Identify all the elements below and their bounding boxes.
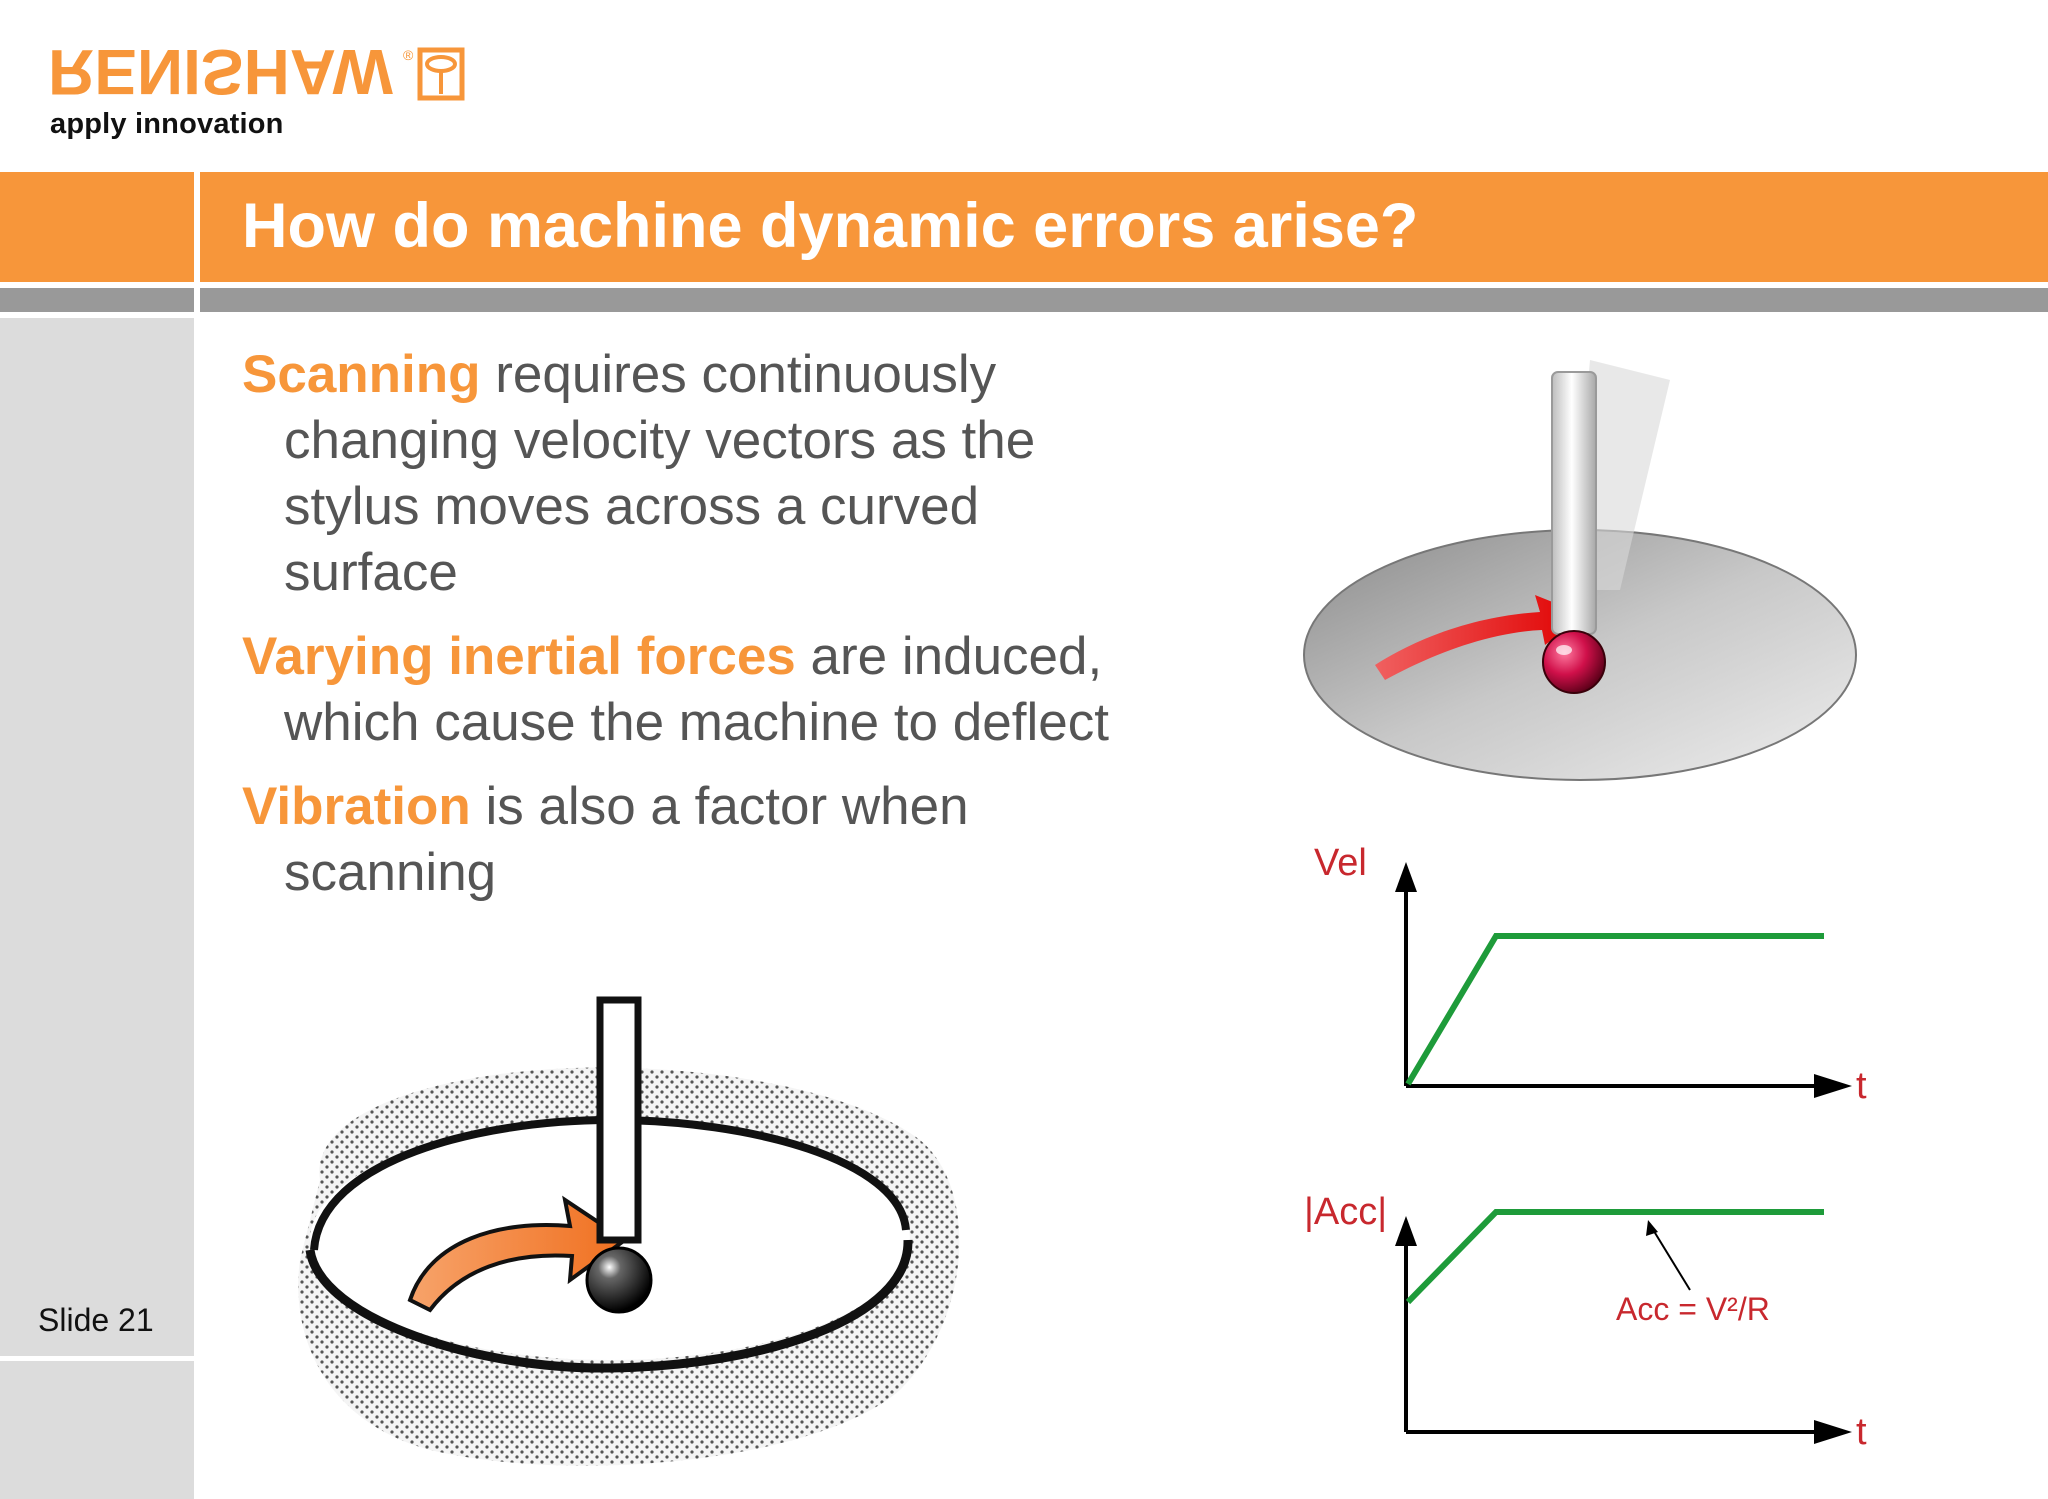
logo-wordmark: RENISHAW	[48, 44, 394, 104]
velocity-axis-label: Vel	[1314, 842, 1367, 884]
stylus-ball	[585, 1246, 653, 1314]
title-band-left	[0, 172, 194, 282]
y-axis-arrow-icon	[1395, 1216, 1417, 1246]
bullet-highlight: Vibration	[242, 777, 471, 836]
bullet-text: is also a factor when scanning	[284, 777, 969, 902]
slide-number: Slide 21	[38, 1302, 154, 1338]
stylus-shaft	[596, 996, 642, 1244]
registered-mark: ®	[403, 47, 414, 63]
bullet-item: Varying inertial forces are induced, whi…	[242, 624, 1162, 756]
acceleration-annotation: Acc = V²/R	[1616, 1291, 1770, 1327]
gray-rule-left	[0, 288, 194, 312]
bullet-text: requires continuously changing velocity …	[284, 345, 1036, 602]
bullet-highlight: Scanning	[242, 345, 481, 404]
tagline: apply innovation	[50, 108, 284, 140]
x-axis-arrow-icon	[1814, 1420, 1852, 1444]
bullet-highlight: Varying inertial forces	[242, 627, 796, 686]
annotation-arrow-icon	[1646, 1220, 1658, 1236]
title-band	[200, 172, 2048, 282]
x-axis-arrow-icon	[1814, 1074, 1852, 1098]
stylus-in-hole-illustration	[298, 996, 960, 1466]
slide-title: How do machine dynamic errors arise?	[242, 191, 1419, 261]
sidebar	[0, 318, 194, 1499]
bullet-item: Vibration is also a factor when scanning	[242, 774, 1162, 906]
stylus-on-disc-illustration	[1303, 360, 1857, 781]
velocity-graph: Vel t	[1314, 842, 1867, 1107]
acceleration-graph: |Acc| t Acc = V²/R	[1304, 1191, 1867, 1453]
acceleration-time-label: t	[1856, 1411, 1867, 1453]
logo-emblem-icon	[417, 47, 465, 101]
motion-arrow-icon	[407, 1195, 629, 1313]
stylus-ball	[1542, 630, 1606, 694]
gray-rule	[200, 288, 2048, 312]
velocity-curve	[1405, 933, 1824, 1086]
acceleration-curve	[1405, 1209, 1824, 1305]
renishaw-logo: RENISHAW ®	[48, 44, 478, 144]
stylus-shaft	[1551, 371, 1597, 635]
velocity-time-label: t	[1856, 1065, 1867, 1107]
bullet-text: are induced, which cause the machine to …	[284, 627, 1109, 752]
bullet-list: Scanning requires continuously changing …	[242, 342, 1162, 924]
ball-highlight	[1556, 645, 1572, 655]
acceleration-axis-label: |Acc|	[1304, 1191, 1387, 1233]
sidebar-divider	[0, 1356, 194, 1361]
motion-arrow-icon	[1375, 595, 1585, 680]
bullet-item: Scanning requires continuously changing …	[242, 342, 1162, 606]
annotation-leader	[1651, 1227, 1691, 1291]
y-axis-arrow-icon	[1395, 862, 1417, 892]
hole-rim-front	[305, 1239, 913, 1373]
